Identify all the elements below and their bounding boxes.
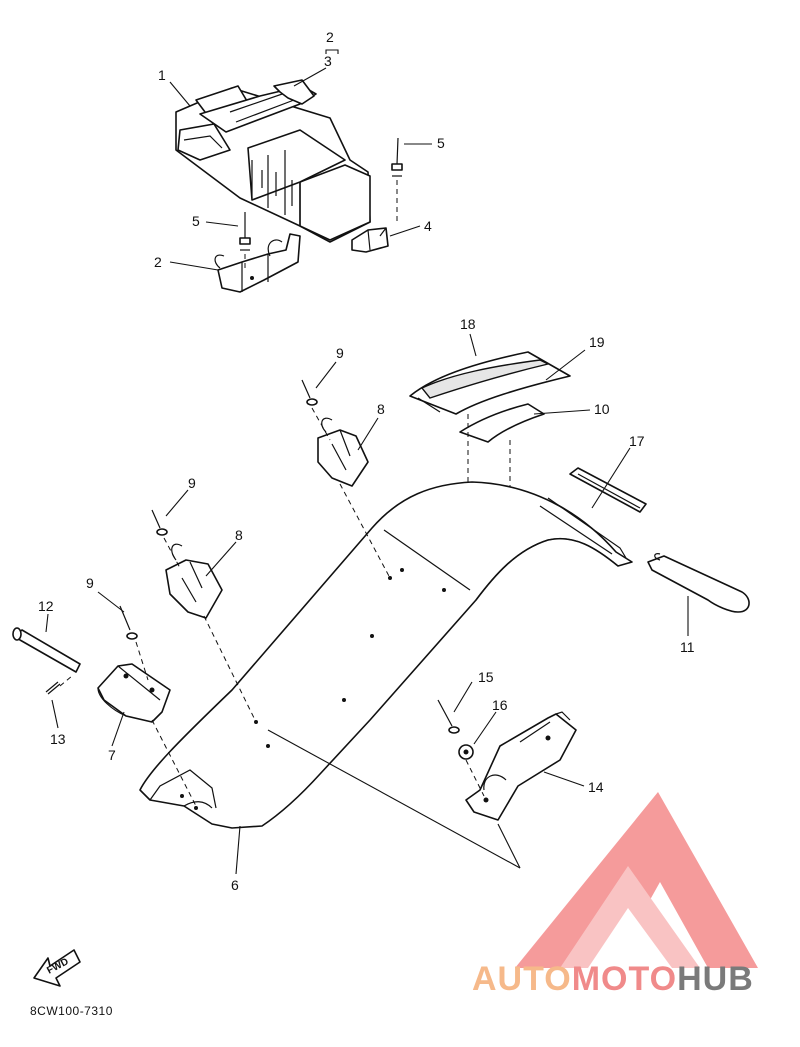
callout-2-top: 2 — [326, 29, 334, 45]
bracket-8-upper — [317, 417, 369, 487]
bracket-plate-7 — [97, 663, 171, 723]
watermark-text: AUTOMOTOHUB — [472, 960, 754, 999]
clamp-14 — [465, 711, 577, 821]
fwd-arrow-icon: FWD — [33, 949, 81, 987]
guide-line-7 — [151, 719, 197, 807]
battery-box-assembly — [175, 79, 371, 243]
callout-15: 15 — [478, 669, 494, 685]
callout-9-upper: 9 — [336, 345, 344, 361]
callout-8-lower: 8 — [235, 527, 243, 543]
part-code: 8CW100-7310 — [30, 1004, 113, 1018]
guide-line-14 — [267, 729, 521, 869]
callout-2-bracket: 2 — [154, 254, 162, 270]
rear-fender — [139, 481, 633, 829]
callout-3: 3 — [324, 53, 332, 69]
screw-9-middle — [151, 509, 181, 569]
long-bolt — [12, 627, 81, 673]
callout-11: 11 — [680, 639, 695, 655]
tie-rod — [647, 553, 750, 613]
rubber-strip — [569, 467, 647, 513]
callout-4: 4 — [424, 218, 432, 234]
callout-6: 6 — [231, 877, 239, 893]
callout-10: 10 — [594, 401, 610, 417]
callout-12: 12 — [38, 598, 54, 614]
seat-pad-10 — [459, 403, 545, 443]
callout-19: 19 — [589, 334, 605, 350]
callout-14: 14 — [588, 779, 604, 795]
callout-5-lower: 5 — [192, 213, 200, 229]
bracket-8-lower — [165, 543, 223, 619]
nut-16 — [458, 744, 474, 760]
screw-5-upper — [391, 137, 403, 222]
guide-line-14b — [497, 823, 521, 869]
callout-13: 13 — [50, 731, 66, 747]
battery-clip — [351, 227, 389, 253]
callout-5-upper: 5 — [437, 135, 445, 151]
screw-9-upper — [301, 379, 331, 441]
battery-bracket — [214, 233, 301, 293]
callout-8-upper: 8 — [377, 401, 385, 417]
watermark-logo — [515, 792, 758, 968]
callout-9-lower: 9 — [86, 575, 94, 591]
callout-18: 18 — [460, 316, 476, 332]
screw-15 — [437, 699, 460, 734]
callout-numbers: 1 2 3 2 5 5 4 9 8 18 19 10 9 8 17 11 9 1… — [38, 29, 695, 893]
callout-1: 1 — [158, 67, 166, 83]
guide-line-13 — [59, 675, 73, 687]
watermark-word-hub: HUB — [677, 960, 754, 998]
callout-17: 17 — [629, 433, 645, 449]
watermark-word-auto: AUTO — [472, 960, 572, 998]
cotter-pin — [45, 681, 61, 695]
guide-line-16 — [465, 759, 485, 797]
leader-lines — [45, 49, 689, 875]
watermark-word-moto: MOTO — [571, 960, 678, 998]
seat-pad-18-19 — [409, 351, 571, 415]
guide-line-8l — [203, 615, 257, 723]
screw-5-lower — [239, 212, 251, 270]
callout-16: 16 — [492, 697, 508, 713]
callout-7: 7 — [108, 747, 116, 763]
callout-9-middle: 9 — [188, 475, 196, 491]
